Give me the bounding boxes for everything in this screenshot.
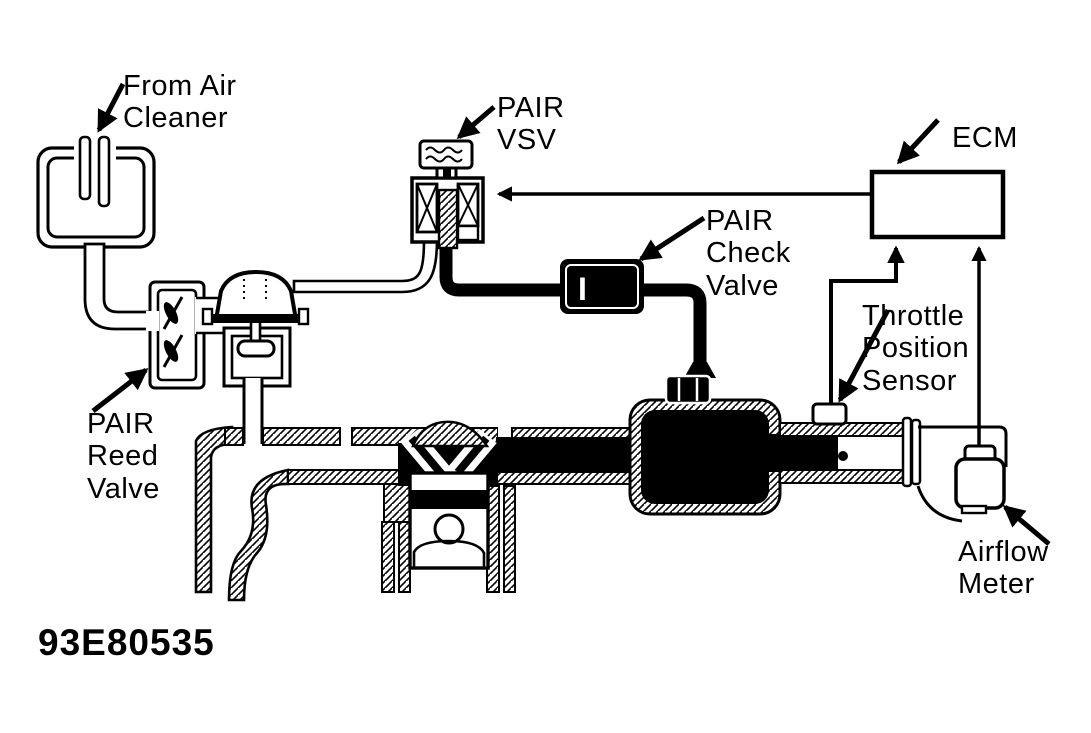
sensor-wires bbox=[496, 186, 987, 447]
air-injection-tube bbox=[242, 378, 264, 444]
tps-to-ecm-wire bbox=[829, 245, 905, 405]
pair-check-valve: I bbox=[560, 259, 644, 314]
vacuum-tube-to-vsv bbox=[292, 238, 439, 294]
throttle-position-sensor bbox=[811, 402, 848, 426]
throttle-body bbox=[765, 416, 922, 488]
label-arrows bbox=[91, 82, 1051, 546]
cylinder-walls bbox=[381, 485, 516, 593]
air-cleaner-duct bbox=[36, 135, 156, 331]
ecm-arrow bbox=[896, 118, 940, 165]
label-throttle-position-sensor: Throttle Position Sensor bbox=[862, 300, 970, 397]
label-pair-check-valve: PAIR Check Valve bbox=[706, 205, 791, 302]
hose-fitting-nut bbox=[664, 374, 712, 405]
intake-plenum bbox=[628, 374, 782, 516]
ecm-box bbox=[869, 169, 1006, 240]
air-switching-valve bbox=[196, 269, 310, 388]
air-intake-elbow bbox=[916, 425, 1008, 523]
tps-arrow bbox=[837, 308, 891, 403]
pair-reed-valve-arrow bbox=[91, 368, 149, 413]
label-airflow-meter: Airflow Meter bbox=[958, 536, 1049, 601]
pair-vsv-arrow bbox=[456, 105, 496, 140]
from-air-cleaner-arrow bbox=[96, 82, 126, 133]
airflow-meter-arrow bbox=[1002, 505, 1051, 546]
label-pair-vsv: PAIR VSV bbox=[497, 92, 565, 157]
label-pair-reed-valve: PAIR Reed Valve bbox=[87, 408, 160, 505]
pair-vsv bbox=[410, 139, 485, 250]
engine-cross-section bbox=[194, 378, 648, 602]
pair-check-valve-arrow bbox=[638, 215, 706, 262]
piston bbox=[408, 471, 490, 570]
check-valve-marking: I bbox=[578, 271, 587, 307]
label-ecm: ECM bbox=[952, 122, 1018, 154]
pair-reed-valve bbox=[146, 280, 206, 390]
label-from-air-cleaner: From Air Cleaner bbox=[123, 70, 237, 135]
figure-code: 93E80535 bbox=[38, 622, 215, 663]
exhaust-manifold bbox=[194, 425, 290, 602]
airflow-meter bbox=[954, 444, 1006, 515]
